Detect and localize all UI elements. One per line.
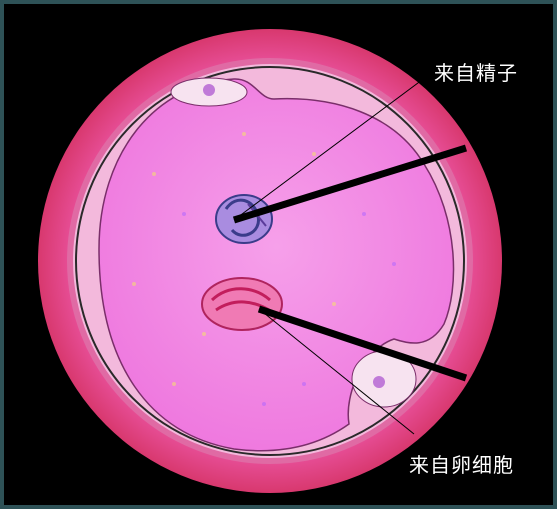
- label-from-egg: 来自卵细胞: [409, 454, 514, 476]
- female-pronucleus: [202, 278, 282, 330]
- label-from-sperm: 来自精子: [434, 62, 518, 84]
